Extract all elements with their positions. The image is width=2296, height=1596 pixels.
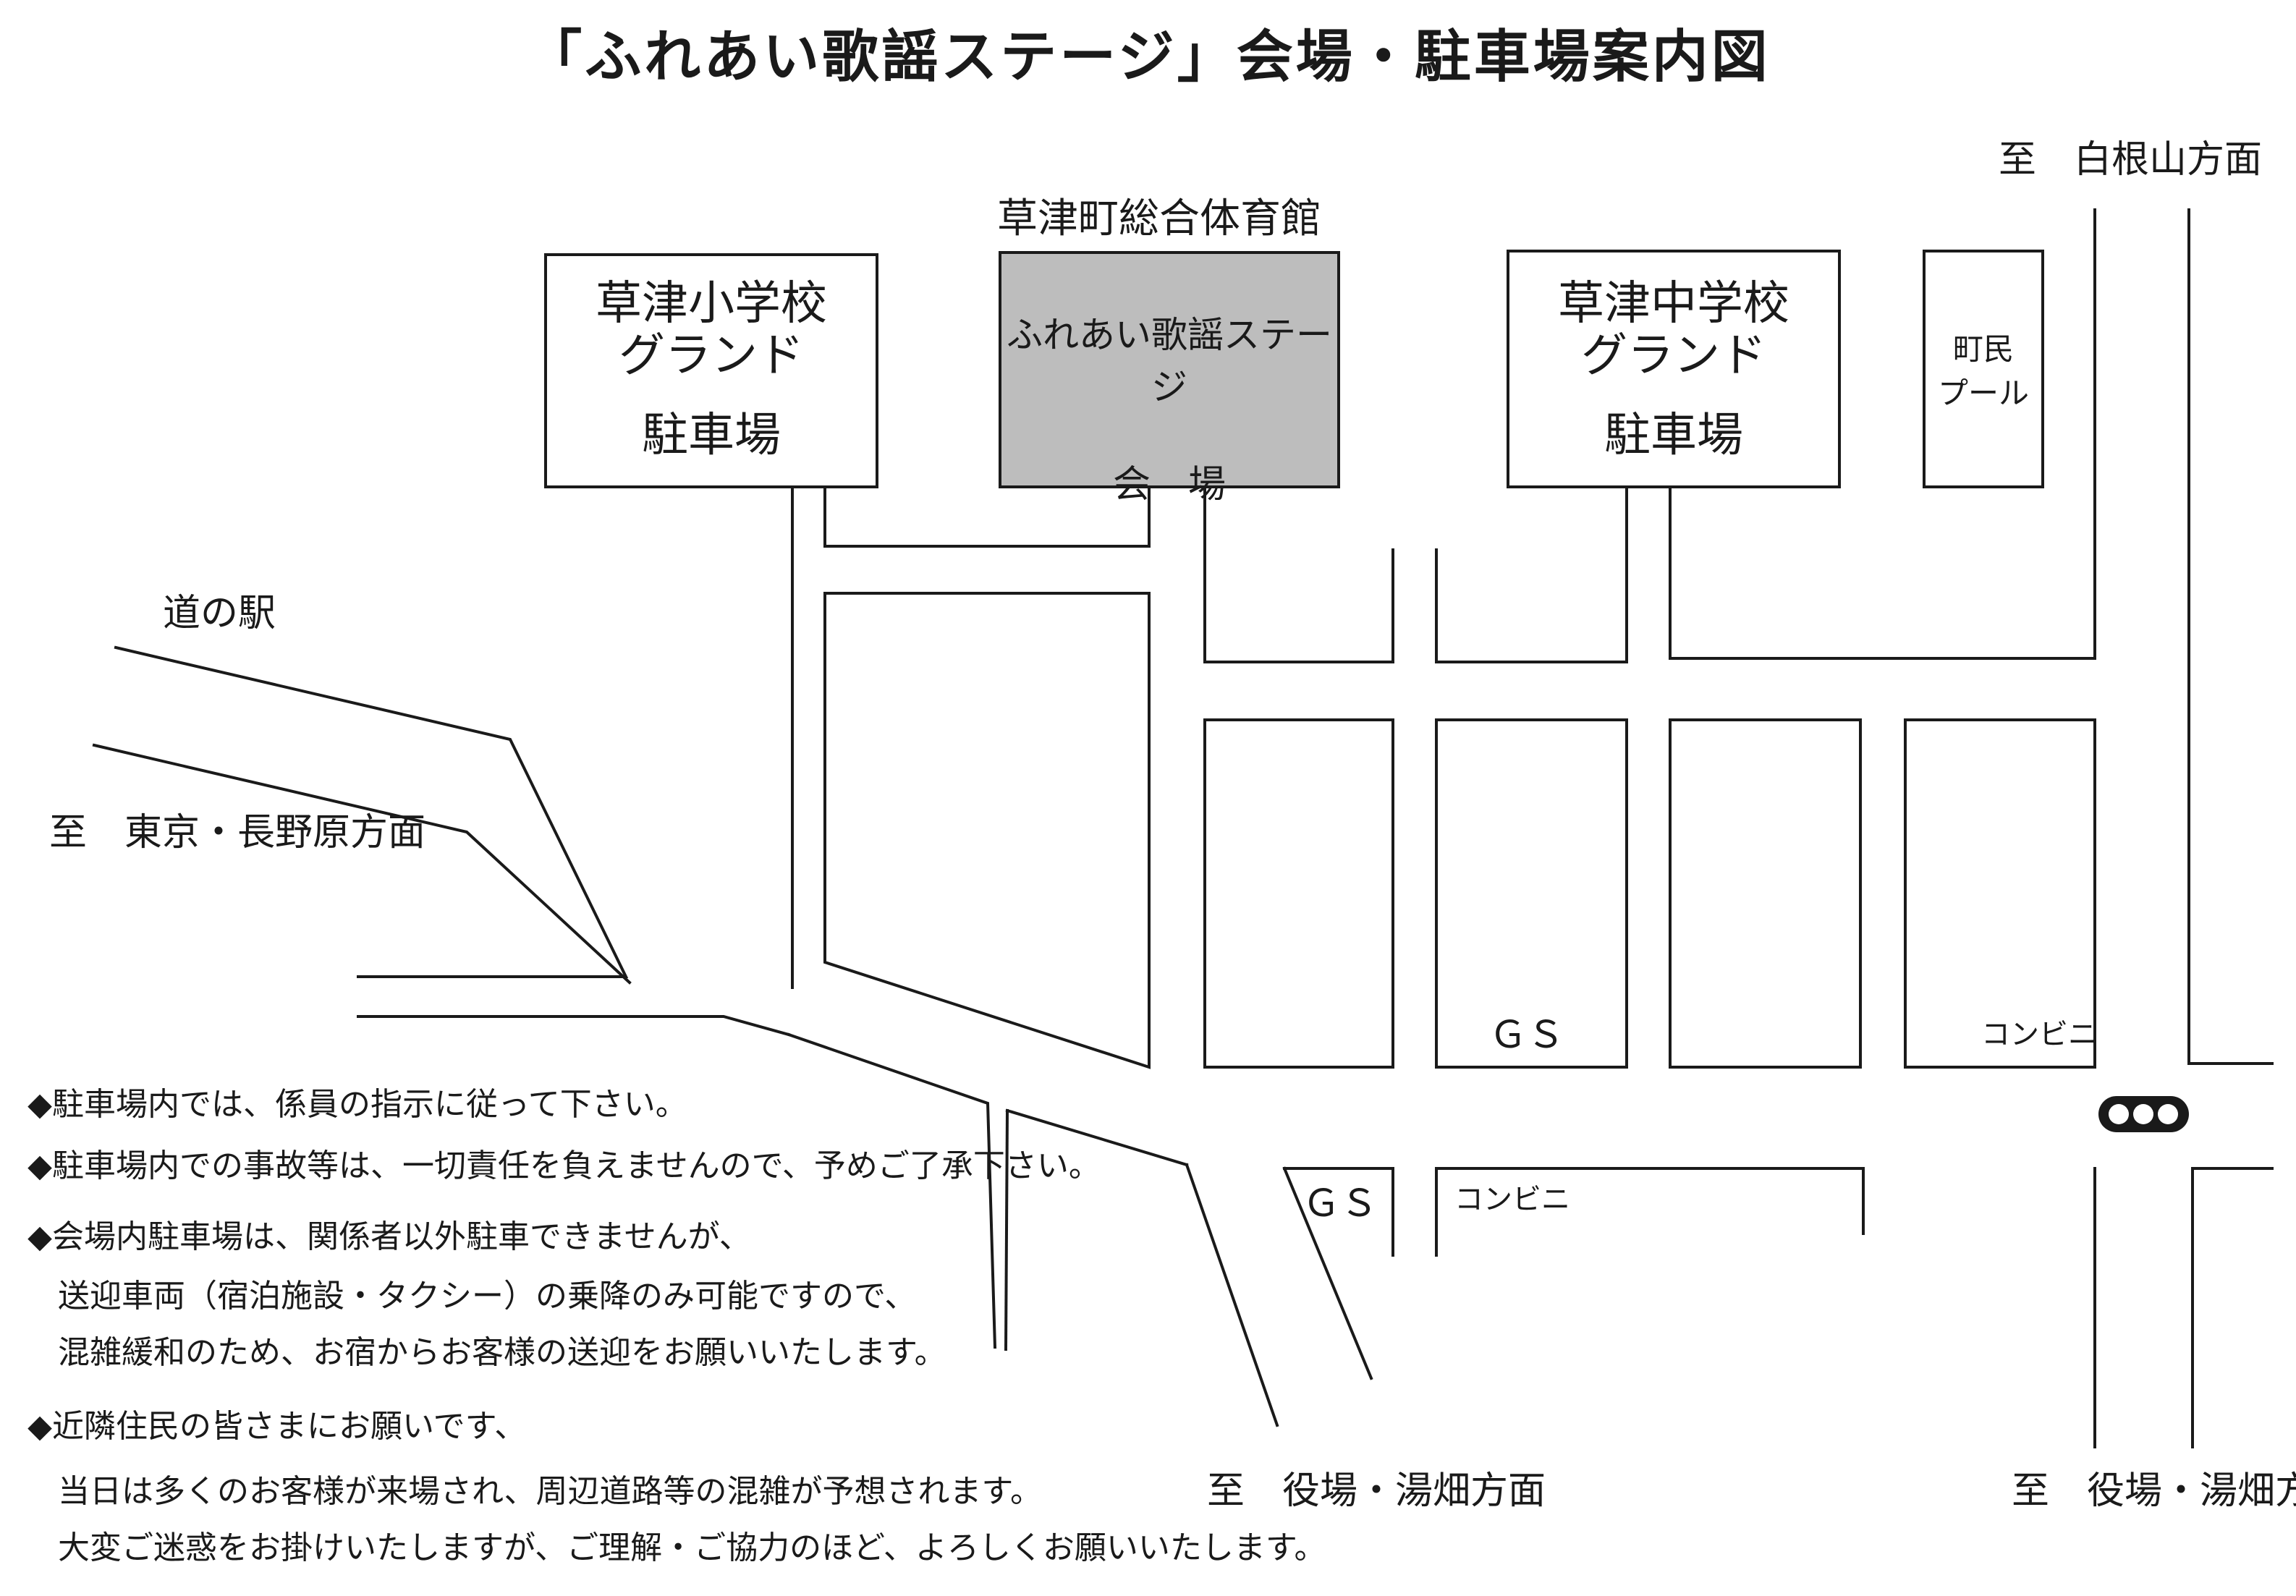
road-edge — [1669, 208, 2096, 660]
direction-shiraneyama: 至 白根山方面 — [1999, 138, 2263, 182]
map-title: 「ふれあい歌謡ステージ」会場・駐車場案内図 — [525, 25, 1771, 90]
road-edge — [1185, 1163, 1279, 1427]
hall-name: 草津町総合体育館 — [997, 195, 1321, 242]
road-edge — [2191, 1167, 2274, 1448]
lot-ground: グランド — [619, 329, 804, 383]
direction-tokyo: 至 東京・長野原方面 — [49, 811, 426, 854]
lot-ground: グランド — [1581, 329, 1766, 383]
venue-event-name: ふれあい歌謡ステージ — [1007, 314, 1332, 408]
junior-high-school-parking[interactable]: 草津中学校 グランド 駐車場 — [1507, 250, 1841, 488]
lot-label: 駐車場 — [642, 409, 781, 462]
road-edge — [114, 645, 629, 978]
venue-building[interactable]: ふれあい歌謡ステージ 会 場 — [999, 251, 1340, 506]
road-edge — [823, 592, 1151, 1069]
road-edge — [1004, 1108, 1009, 1351]
elementary-school-parking[interactable]: 草津小学校 グランド 駐車場 — [544, 253, 878, 488]
city-block — [1435, 718, 1628, 1069]
traffic-light-icon — [2098, 1096, 2189, 1132]
road-edge — [823, 487, 1151, 548]
road-edge — [787, 1032, 997, 1349]
road-edge — [1435, 487, 1628, 663]
road-edge — [1282, 1166, 1373, 1380]
direction-yakuba: 至 役場・湯畑方面 — [2012, 1469, 2296, 1513]
road-edge — [357, 1015, 791, 1037]
note-item: ◆会場内駐車場は、関係者以外駐車できませんが、 — [27, 1221, 751, 1253]
convenience-store-label: コンビニ — [1454, 1183, 1570, 1216]
note-text: 大変ご迷惑をお掛けいたしますが、ご理解・ご協力のほど、よろしくお願いいたします。 — [58, 1529, 1326, 1566]
diamond-bullet: ◆ — [27, 1408, 52, 1445]
note-text: 当日は多くのお客様が来場され、周辺道路等の混雑が予想されます。 — [58, 1473, 1043, 1510]
direction-yakuba: 至 役場・湯畑方面 — [1207, 1469, 1546, 1513]
diamond-bullet: ◆ — [27, 1147, 52, 1184]
city-block — [1904, 718, 2096, 1069]
note-text: 駐車場内での事故等は、一切責任を負えませんので、予めご了承下さい。 — [52, 1147, 1101, 1184]
venue-label: 会 場 — [1112, 463, 1226, 506]
pool-label-1: 町民 — [1952, 331, 2014, 367]
note-item: ◆駐車場内での事故等は、一切責任を負えませんので、予めご了承下さい。 — [27, 1150, 1101, 1182]
note-text: 混雑緩和のため、お宿からお客様の送迎をお願いいたします。 — [58, 1334, 946, 1371]
gas-station-label: ＧＳ — [1489, 1014, 1565, 1057]
gas-station-label: ＧＳ — [1302, 1182, 1378, 1226]
note-text: 近隣住民の皆さまにお願いです、 — [52, 1408, 527, 1445]
road-edge — [1283, 1167, 1394, 1257]
convenience-store-label: コンビニ — [1981, 1018, 2097, 1051]
note-text: 会場内駐車場は、関係者以外駐車できませんが、 — [52, 1218, 751, 1255]
road-edge — [1203, 487, 1394, 663]
road-edge — [2187, 208, 2274, 1065]
note-item: ◆近隣住民の皆さまにお願いです、 — [27, 1411, 526, 1443]
lot-name: 草津小学校 — [596, 277, 827, 331]
road-edge — [1005, 1108, 1189, 1167]
road-edge — [1435, 1167, 1865, 1257]
road-edge — [92, 743, 632, 985]
city-block — [1669, 718, 1862, 1069]
note-text: 送迎車両（宿泊施設・タクシー）の乗降のみ可能ですので、 — [58, 1278, 917, 1315]
lot-label: 駐車場 — [1604, 409, 1743, 462]
pool-label-2: プール — [1937, 375, 2029, 411]
city-block — [1203, 718, 1394, 1069]
lot-name: 草津中学校 — [1558, 277, 1789, 331]
note-item: ◆駐車場内では、係員の指示に従って下さい。 — [27, 1089, 687, 1121]
diamond-bullet: ◆ — [27, 1086, 52, 1123]
roadside-station-label: 道の駅 — [163, 592, 276, 635]
diamond-bullet: ◆ — [27, 1218, 52, 1255]
town-pool: 町民 プール — [1923, 250, 2044, 488]
note-text: 駐車場内では、係員の指示に従って下さい。 — [52, 1086, 687, 1123]
